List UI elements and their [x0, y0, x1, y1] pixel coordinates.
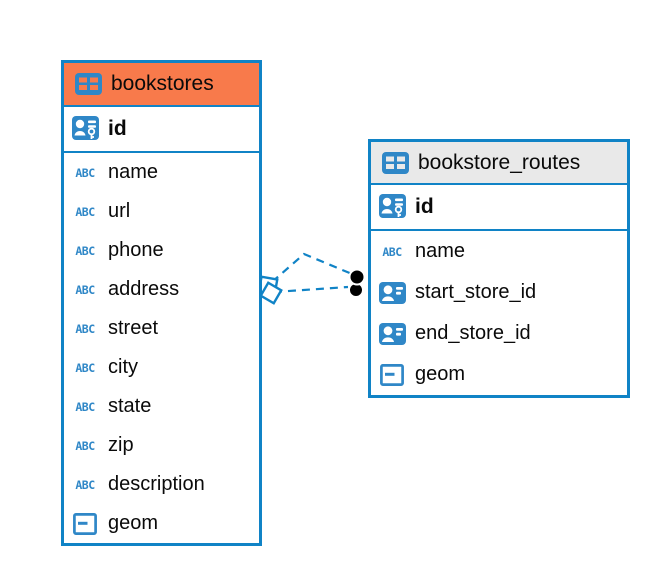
- primary-key-icon: [376, 193, 408, 221]
- column-row-description[interactable]: ABC description: [64, 465, 259, 504]
- column-row-state[interactable]: ABC state: [64, 387, 259, 426]
- entity-header[interactable]: bookstores: [64, 63, 259, 107]
- column-row-start_store_id[interactable]: start_store_id: [371, 272, 627, 313]
- column-row-name[interactable]: ABC name: [64, 153, 259, 192]
- relationship-line[interactable]: [273, 285, 349, 294]
- table-icon: [72, 73, 104, 95]
- text-type-icon: ABC: [75, 204, 95, 219]
- column-name: name: [108, 161, 159, 183]
- column-row-id[interactable]: id: [371, 185, 627, 231]
- column-name: name: [415, 240, 466, 262]
- entity-header[interactable]: bookstore_routes: [371, 142, 627, 185]
- text-type-icon: ABC: [75, 321, 95, 336]
- table-title: bookstore_routes: [418, 150, 581, 174]
- column-row-zip[interactable]: ABC zip: [64, 426, 259, 465]
- column-name: geom: [108, 512, 159, 534]
- column-name: description: [108, 473, 205, 495]
- column-name: id: [108, 117, 127, 140]
- text-type-icon: ABC: [75, 282, 95, 297]
- column-name: end_store_id: [415, 322, 531, 344]
- column-name: phone: [108, 239, 164, 261]
- relationship-diamond-marker[interactable]: [257, 275, 283, 305]
- column-name: state: [108, 395, 152, 417]
- text-type-icon: ABC: [75, 477, 95, 492]
- column-row-address[interactable]: ABC address: [64, 270, 259, 309]
- column-row-geom[interactable]: geom: [64, 504, 259, 543]
- column-name: city: [108, 356, 138, 378]
- reference-type-icon: [376, 281, 408, 304]
- column-name: zip: [108, 434, 134, 456]
- column-row-name[interactable]: ABC name: [371, 231, 627, 272]
- reference-type-icon: [376, 322, 408, 345]
- column-name: street: [108, 317, 159, 339]
- text-type-icon: ABC: [75, 165, 95, 180]
- column-name: url: [108, 200, 131, 222]
- table-icon: [379, 151, 411, 174]
- column-name: id: [415, 195, 434, 218]
- column-row-url[interactable]: ABC url: [64, 192, 259, 231]
- column-row-street[interactable]: ABC street: [64, 309, 259, 348]
- column-row-id[interactable]: id: [64, 107, 259, 153]
- relationship-dot-marker[interactable]: [348, 268, 366, 298]
- text-type-icon: ABC: [75, 360, 95, 375]
- primary-key-icon: [69, 115, 101, 143]
- text-type-icon: ABC: [75, 399, 95, 414]
- column-name: geom: [415, 363, 466, 385]
- entity-table-bookstore-routes[interactable]: bookstore_routes id ABC name start_store_i…: [368, 139, 630, 398]
- text-type-icon: ABC: [75, 438, 95, 453]
- table-title: bookstores: [111, 72, 214, 95]
- column-row-city[interactable]: ABC city: [64, 348, 259, 387]
- text-type-icon: ABC: [75, 243, 95, 258]
- text-type-icon: ABC: [382, 244, 402, 259]
- column-name: address: [108, 278, 180, 300]
- column-row-geom[interactable]: geom: [371, 354, 627, 395]
- relationship-line[interactable]: [271, 252, 353, 283]
- column-row-phone[interactable]: ABC phone: [64, 231, 259, 270]
- geometry-type-icon: [376, 363, 408, 386]
- column-name: start_store_id: [415, 281, 537, 303]
- column-row-end_store_id[interactable]: end_store_id: [371, 313, 627, 354]
- geometry-type-icon: [69, 512, 101, 535]
